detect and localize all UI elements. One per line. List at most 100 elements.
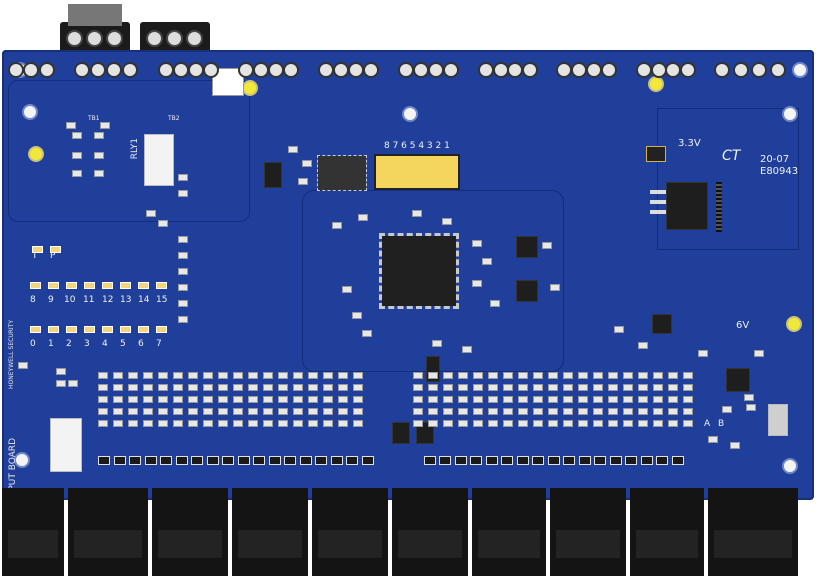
diode-component [361,456,374,465]
smd-component [578,396,588,403]
screw-icon [283,62,299,78]
smd-component [278,408,288,415]
smd-component [432,340,442,347]
led-label: 2 [66,339,72,349]
smd-component [578,408,588,415]
smd-component [188,420,198,427]
diode-component [129,456,141,465]
smd-component [203,420,213,427]
terminal-slot [8,530,58,558]
diode-component [268,456,281,465]
ic-u6 [726,368,750,392]
diode-component [237,456,250,465]
diode-component [423,456,436,465]
smd-component [413,372,423,379]
smd-component [428,372,438,379]
tb-label-top-2: TB2 [168,115,180,122]
smd-component [653,384,663,391]
smd-component [178,190,188,197]
smd-component [94,132,104,139]
smd-component [462,346,472,353]
smd-component [298,178,308,185]
smd-component [593,408,603,415]
smd-component [178,236,188,243]
smd-component [218,408,228,415]
test-pad [786,316,802,332]
smd-component [352,312,362,319]
maker-label: HONEYWELL SECURITY [8,320,15,389]
screw-icon [769,62,786,78]
diode-component [206,456,219,465]
smd-component [288,146,298,153]
smd-component [754,350,764,357]
smd-component [428,384,438,391]
smd-component [458,396,468,403]
smd-component [503,408,513,415]
smd-component [638,408,648,415]
smd-component [188,408,198,415]
voltage-label-3v3: 3.3V [678,138,701,149]
ic-u8 [652,314,672,334]
smd-component [218,384,228,391]
smd-component [533,396,543,403]
smd-component [412,210,422,217]
smd-component [638,396,648,403]
smd-component [488,408,498,415]
diode-component [315,456,327,465]
smd-component [308,420,318,427]
screw-icon [333,62,349,78]
smd-component [503,420,513,427]
smd-component [443,420,453,427]
smd-component [293,420,303,427]
screw-icon [586,62,602,78]
smd-component [653,396,663,403]
circuit-board: RLY1 8 7 6 5 4 3 2 1 3.3V CT 20-07 E8094… [2,50,814,500]
diode-component [222,456,234,465]
diode-component [470,456,482,465]
diode-component [98,456,110,465]
smd-component [128,396,138,403]
smd-component [533,384,543,391]
smd-component [608,420,618,427]
smd-component [563,396,573,403]
smd-component [428,396,438,403]
screw-icon [507,62,523,78]
mounting-hole [402,106,418,122]
screw-icon [166,30,183,47]
smd-component [533,372,543,379]
smd-component [744,394,754,401]
screw-icon [348,62,364,78]
smd-component [173,384,183,391]
led-indicator [138,326,149,333]
diode-component [284,456,296,465]
smd-component [218,396,228,403]
capacitor-electrolytic [646,146,666,162]
date-code: 20-07 [760,154,790,165]
smd-component [472,280,482,287]
dip-switch-numbers: 8 7 6 5 4 3 2 1 [384,141,450,151]
smd-component [293,372,303,379]
connector-cap [68,4,122,26]
smd-component [683,396,693,403]
screw-icon [8,62,24,78]
smd-component [668,372,678,379]
diode-component [191,456,203,465]
smd-component [308,384,318,391]
screw-icon [601,62,617,78]
led-indicator [48,326,59,333]
led-indicator [48,282,59,289]
smd-component [623,420,633,427]
terminal-block [550,488,626,576]
diode-component [144,456,157,465]
smd-component [668,408,678,415]
smd-component [623,408,633,415]
smd-component [548,396,558,403]
smd-component [473,408,483,415]
header-connector [317,155,367,191]
smd-component [730,442,740,449]
smd-component [413,396,423,403]
dip-switch[interactable] [374,154,460,190]
terminal-block [708,488,798,576]
smd-component [72,132,82,139]
led-indicator [120,282,131,289]
